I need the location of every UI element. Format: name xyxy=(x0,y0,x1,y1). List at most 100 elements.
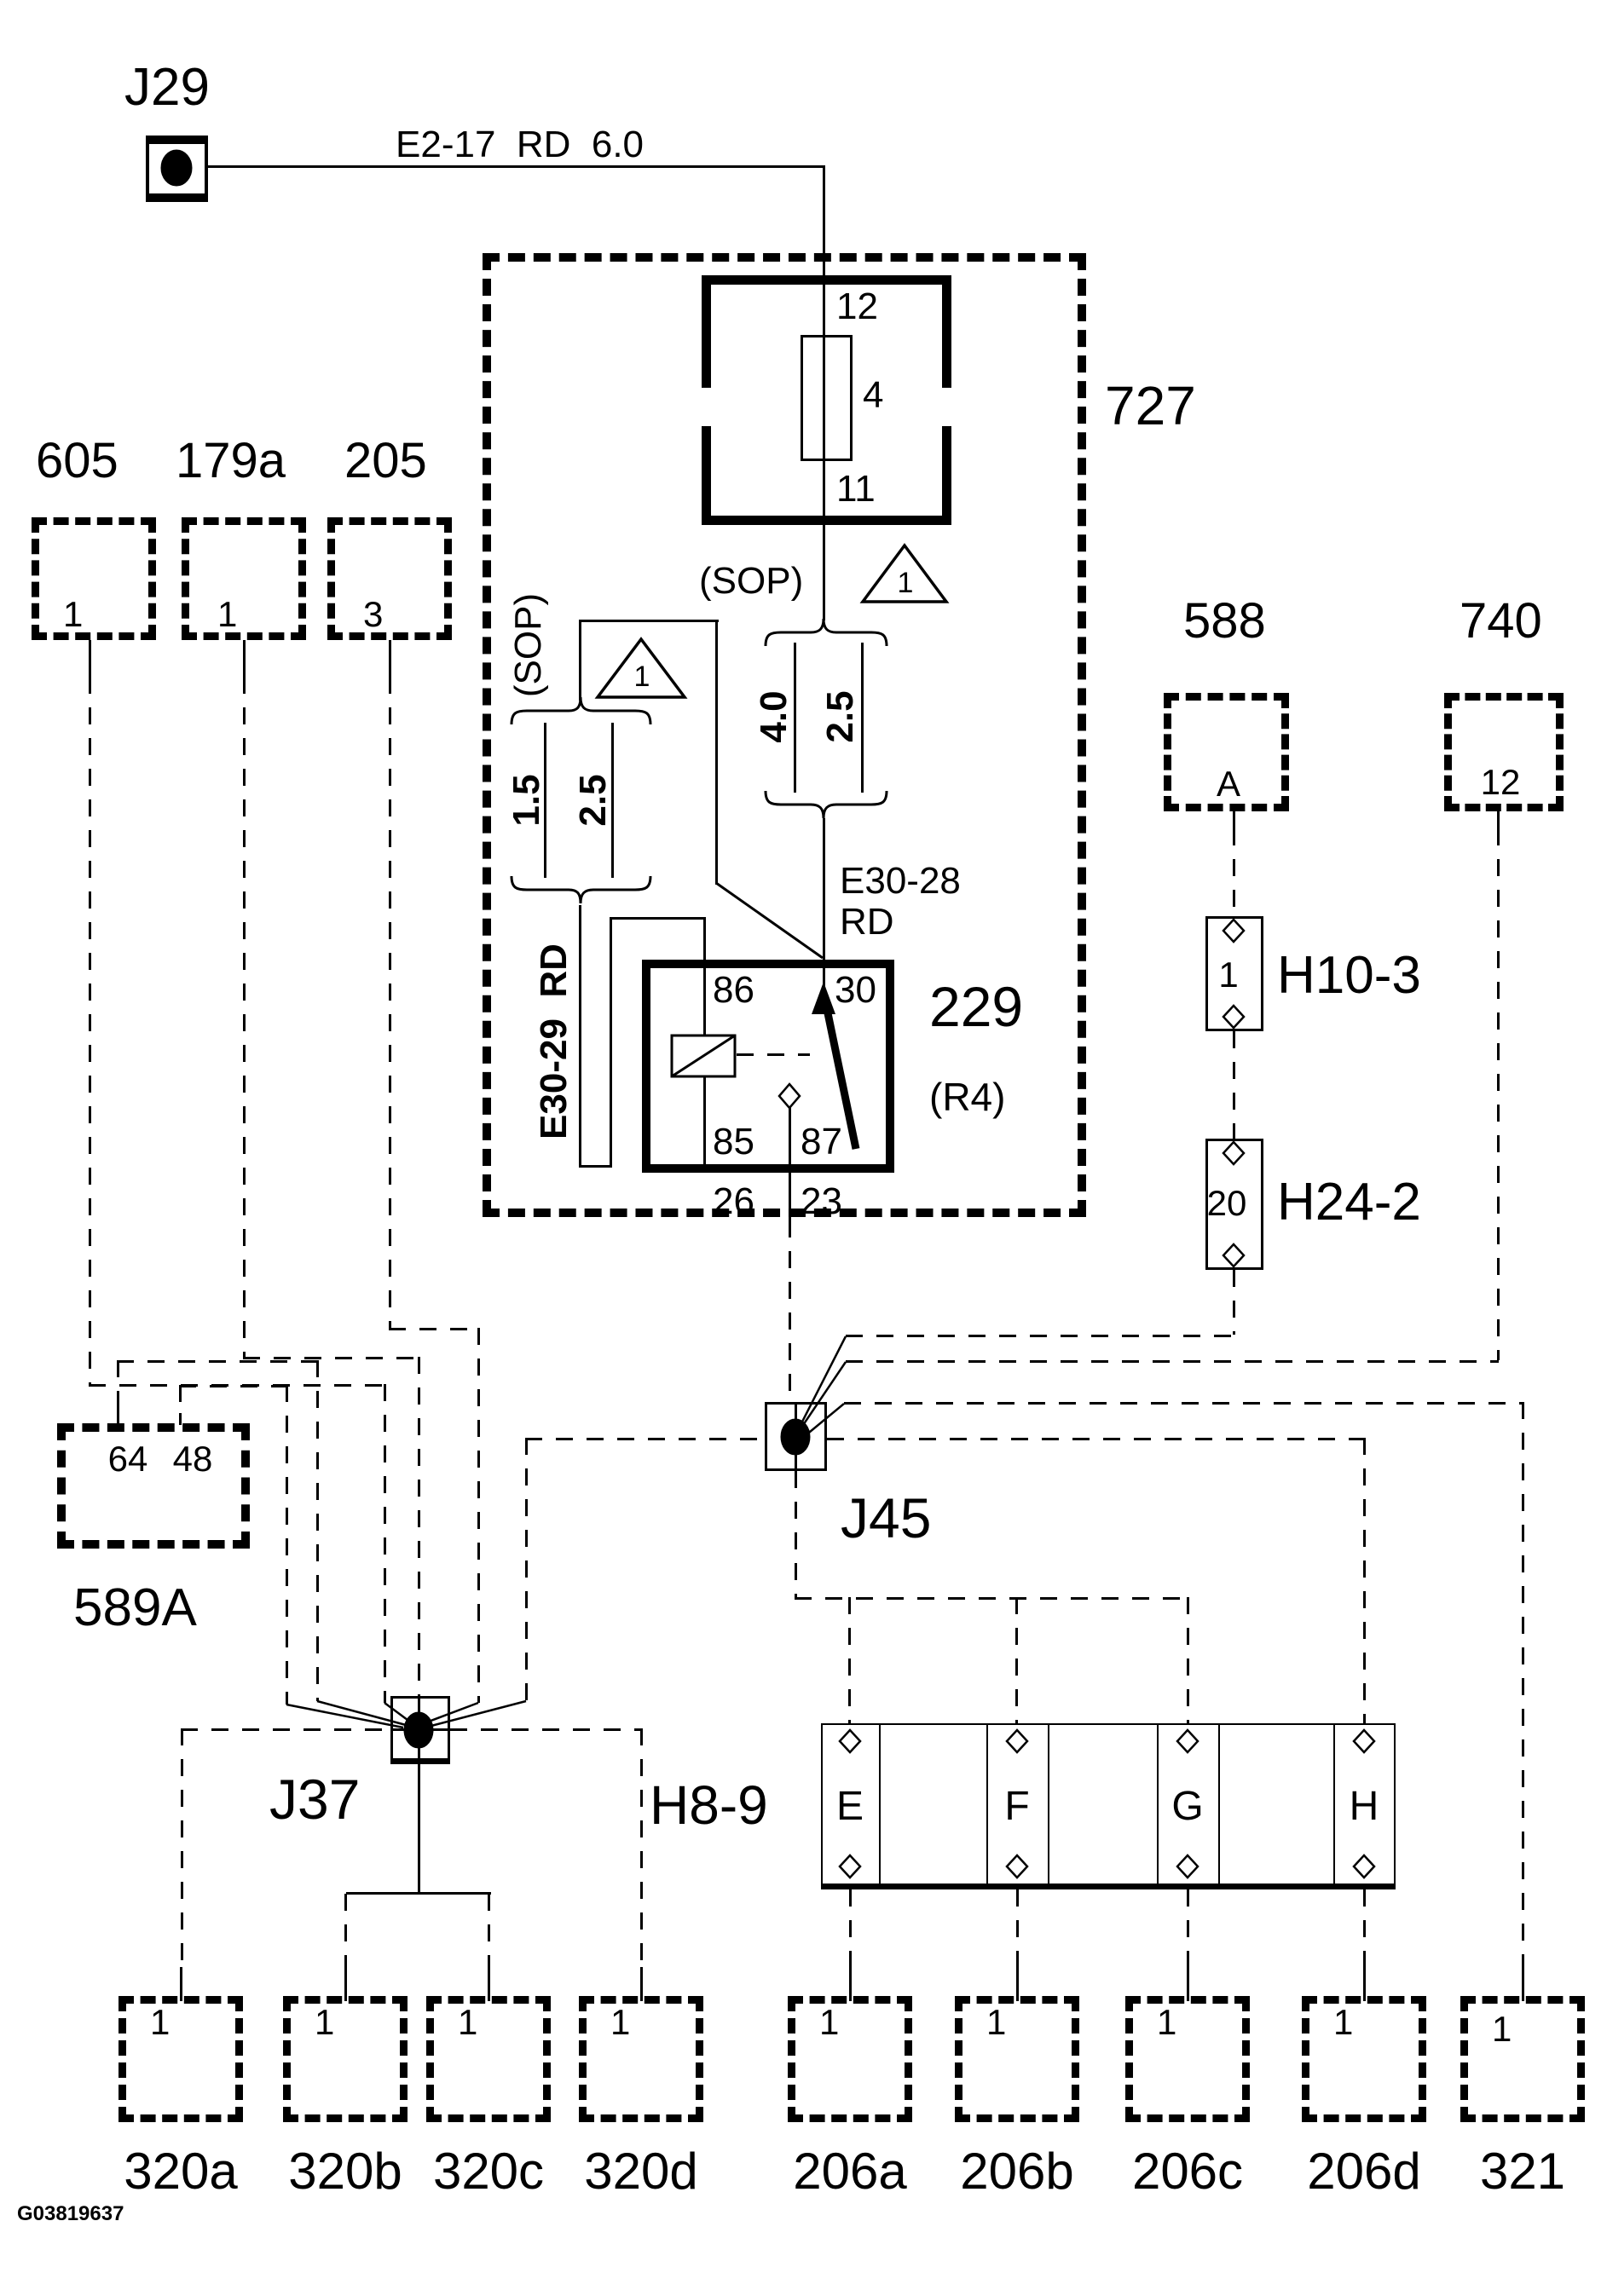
connector-588-label: 588 xyxy=(1183,593,1266,649)
connector-589a-pin48: 48 xyxy=(172,1439,213,1479)
pin-stub xyxy=(89,640,91,677)
wire-dashed xyxy=(849,1889,852,1967)
h8-9-cell-edge xyxy=(1157,1723,1159,1885)
relay-229-label: 229 xyxy=(929,975,1024,1038)
wire-dashed xyxy=(389,677,391,1328)
wire-segment xyxy=(823,525,825,620)
wire-dashed xyxy=(795,1471,797,1599)
relay-229-box xyxy=(642,960,894,1173)
pin-stub xyxy=(243,640,246,677)
gauge-main-alt-b: 2.5 xyxy=(819,690,861,743)
wire-dashed xyxy=(1016,1889,1019,1967)
h10-3-box xyxy=(1205,916,1263,1031)
pin-stub xyxy=(1233,811,1235,828)
h8-9-pin-f: F xyxy=(1004,1784,1030,1829)
h8-9-cell-edge xyxy=(1394,1723,1396,1885)
pin-stub xyxy=(1522,1967,1524,2001)
wire-main-color: RD xyxy=(840,901,894,943)
wire-dashed xyxy=(525,1438,528,1701)
connector-206d-box xyxy=(1302,1996,1426,2122)
wire-dashed xyxy=(384,1384,386,1703)
connector-179a-pin: 1 xyxy=(217,594,238,634)
relay-pin-86: 86 xyxy=(713,969,754,1011)
connector-320a-label: 320a xyxy=(124,2143,238,2200)
wire-dashed xyxy=(477,1328,480,1703)
h24-2-label: H24-2 xyxy=(1277,1173,1421,1232)
h10-3-label: H10-3 xyxy=(1277,946,1421,1005)
connector-206d-label: 206d xyxy=(1307,2143,1421,2200)
connector-605-pin: 1 xyxy=(63,594,84,634)
wire-segment xyxy=(610,917,706,920)
wire-dashed xyxy=(1187,1889,1189,1967)
connector-206c-box xyxy=(1125,1996,1250,2122)
connector-320c-label: 320c xyxy=(432,2143,545,2200)
h8-9-cell-edge xyxy=(1048,1723,1049,1885)
fuse-box-edge xyxy=(942,275,951,388)
wire-dashed xyxy=(389,1328,479,1330)
connector-206b-label: 206b xyxy=(960,2143,1074,2200)
wire-dashed xyxy=(117,1360,119,1402)
connector-320b-box xyxy=(283,1996,408,2122)
wire-segment xyxy=(346,1892,491,1895)
wire-dashed xyxy=(795,1597,1189,1600)
sop-main-label: (SOP) xyxy=(699,560,804,602)
h8-9-cell-edge xyxy=(986,1723,988,1885)
pin-stub xyxy=(180,1967,182,2001)
relay-pin-23: 23 xyxy=(801,1180,842,1222)
connector-206c-label: 206c xyxy=(1131,2143,1244,2200)
junction-j45-box xyxy=(765,1402,827,1471)
connector-179a-box xyxy=(182,517,306,640)
fuse-box-edge xyxy=(942,426,951,525)
wire-dashed xyxy=(1497,828,1500,1360)
fuse-box-edge xyxy=(702,275,951,285)
connector-321-label: 321 xyxy=(1479,2143,1566,2200)
wire-dashed xyxy=(488,1894,490,1967)
wire-segment xyxy=(823,275,825,525)
h8-9-cell-edge xyxy=(1218,1723,1220,1885)
h8-9-strip-bottom xyxy=(821,1884,1396,1889)
h10-3-pin: 1 xyxy=(1218,955,1239,995)
fuse-element xyxy=(801,335,853,461)
sop-branch-label: (SOP) xyxy=(507,592,549,698)
wire-segment xyxy=(823,818,825,961)
connector-588-box xyxy=(1164,693,1289,811)
module-727-box xyxy=(483,253,1086,1217)
connector-320d-pin: 1 xyxy=(610,2002,631,2042)
connector-206a-box xyxy=(788,1996,912,2122)
connector-740-pin: 12 xyxy=(1480,762,1521,802)
relay-pin23-stub xyxy=(789,1173,791,1220)
wire-dashed xyxy=(1522,1402,1524,1967)
h24-2-box xyxy=(1205,1139,1263,1270)
fuse-id: 4 xyxy=(863,374,884,416)
connector-206d-pin: 1 xyxy=(1333,2002,1354,2042)
connector-206a-label: 206a xyxy=(793,2143,907,2200)
wire-dashed xyxy=(418,1357,420,1696)
connector-588-pin: A xyxy=(1216,764,1241,804)
wire-main-id: E30-28 xyxy=(840,860,961,902)
wire-segment xyxy=(579,1165,612,1168)
wire-segment xyxy=(579,905,581,1168)
fuse-box-edge xyxy=(702,516,951,525)
wire-dashed xyxy=(179,1385,287,1387)
h8-9-pin-e: E xyxy=(835,1784,864,1829)
connector-589a-box xyxy=(57,1423,250,1549)
wire-dashed xyxy=(243,1357,419,1359)
fuse-box-edge xyxy=(702,275,711,388)
wire-dashed xyxy=(848,1597,851,1723)
wire-segment xyxy=(823,165,825,275)
pin-stub xyxy=(640,1967,643,2001)
wire-segment xyxy=(861,643,864,793)
relay-pin87-line xyxy=(789,1106,791,1173)
h8-9-pin-g: G xyxy=(1171,1784,1204,1829)
pin-stub xyxy=(344,1967,347,2001)
fuse-pin-out: 11 xyxy=(836,468,876,510)
wire-dashed xyxy=(1363,1889,1366,1967)
wire-dashed xyxy=(1233,828,1235,919)
wire-segment xyxy=(703,917,706,1036)
connector-205-box xyxy=(327,517,452,640)
wire-segment xyxy=(715,620,718,885)
wire-segment xyxy=(610,917,612,1168)
pin-stub xyxy=(117,1402,119,1425)
wire-dashed xyxy=(89,677,91,1384)
